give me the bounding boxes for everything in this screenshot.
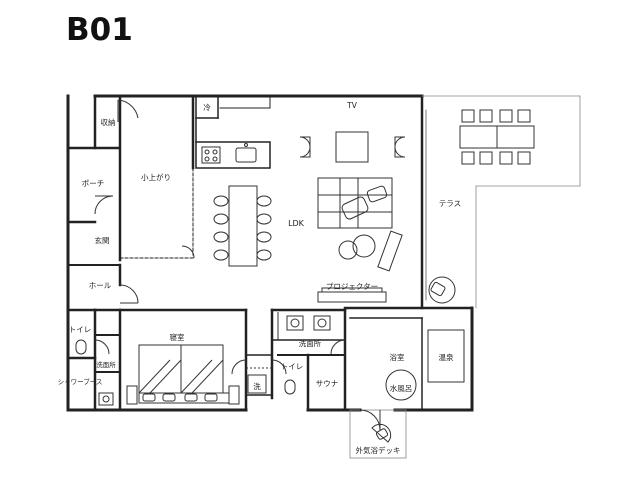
label-fridge: 冷: [203, 102, 211, 112]
doors: [94, 99, 381, 431]
label-porch: ポーチ: [82, 179, 105, 188]
label-washroom-center: 洗面所: [299, 338, 322, 348]
furniture: [75, 109, 535, 443]
label-ldk: LDK: [288, 219, 305, 228]
label-bathroom: 浴室: [390, 352, 405, 362]
label-sauna: サウナ: [316, 379, 339, 388]
label-tv: TV: [346, 101, 358, 110]
floor-plan-title: B01: [66, 12, 133, 48]
label-bedroom: 寝室: [170, 332, 185, 342]
label-outdoor-deck: 外気浴デッキ: [356, 445, 401, 455]
label-washroom-west: 洗面所: [96, 360, 116, 369]
label-toilet-west: トイレ: [69, 325, 92, 334]
label-entrance: 玄関: [95, 235, 110, 245]
label-terrace: テラス: [439, 199, 461, 208]
label-storage: 収納: [101, 117, 116, 127]
label-hot-spring: 温泉: [439, 352, 454, 362]
label-cold-bath: 水風呂: [390, 383, 413, 393]
label-toilet-center: トイレ: [281, 362, 304, 371]
label-hall: ホール: [89, 281, 112, 290]
label-shower-booth: シャワーブース: [58, 377, 103, 386]
room-labels: 収納 小上がり ポーチ 玄関 ホール トイレ 洗面所 シャワーブース 寝室 洗 …: [58, 101, 462, 455]
walls: [66, 94, 581, 459]
label-wash: 洗: [253, 381, 261, 391]
label-projector: プロジェクター: [326, 282, 378, 291]
label-loft: 小上がり: [141, 172, 171, 182]
